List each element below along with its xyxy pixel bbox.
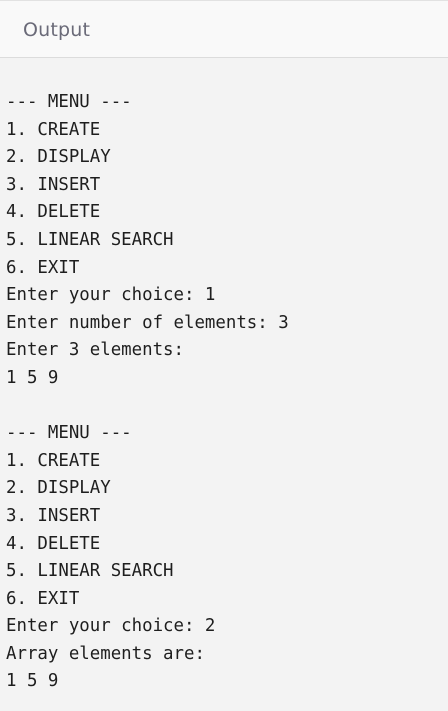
- console-line: 4. DELETE: [6, 533, 101, 554]
- console-line: 6. EXIT: [6, 588, 80, 609]
- console-line: Enter your choice: 1: [6, 285, 216, 306]
- console-line: 5. LINEAR SEARCH: [6, 229, 174, 250]
- console-line: Enter 3 elements:: [6, 340, 184, 361]
- console-line: Array elements are:: [6, 643, 205, 664]
- console-line: 6. EXIT: [6, 257, 80, 278]
- console-line: --- MENU ---: [6, 92, 132, 112]
- console-line: 2. DISPLAY: [6, 478, 111, 499]
- console-line: 4. DELETE: [6, 202, 101, 223]
- console-line: 1 5 9: [6, 671, 59, 692]
- console-line: [6, 393, 448, 421]
- output-title: Output: [23, 18, 91, 41]
- console-output[interactable]: --- MENU --- 1. CREATE 2. DISPLAY 3. INS…: [6, 89, 448, 696]
- console-line: 1. CREATE: [6, 119, 101, 140]
- console-line: --- MENU ---: [6, 423, 132, 444]
- output-header: Output: [0, 0, 448, 58]
- console-line: 1 5 9: [6, 367, 59, 388]
- console-line: Enter number of elements: 3: [6, 312, 289, 333]
- console-line: Enter your choice: 2: [6, 616, 216, 637]
- console-line: 5. LINEAR SEARCH: [6, 561, 174, 582]
- console-line: 1. CREATE: [6, 450, 101, 471]
- console-line: 2. DISPLAY: [6, 147, 111, 168]
- console-line: 3. INSERT: [6, 505, 101, 526]
- console-line: 3. INSERT: [6, 174, 101, 195]
